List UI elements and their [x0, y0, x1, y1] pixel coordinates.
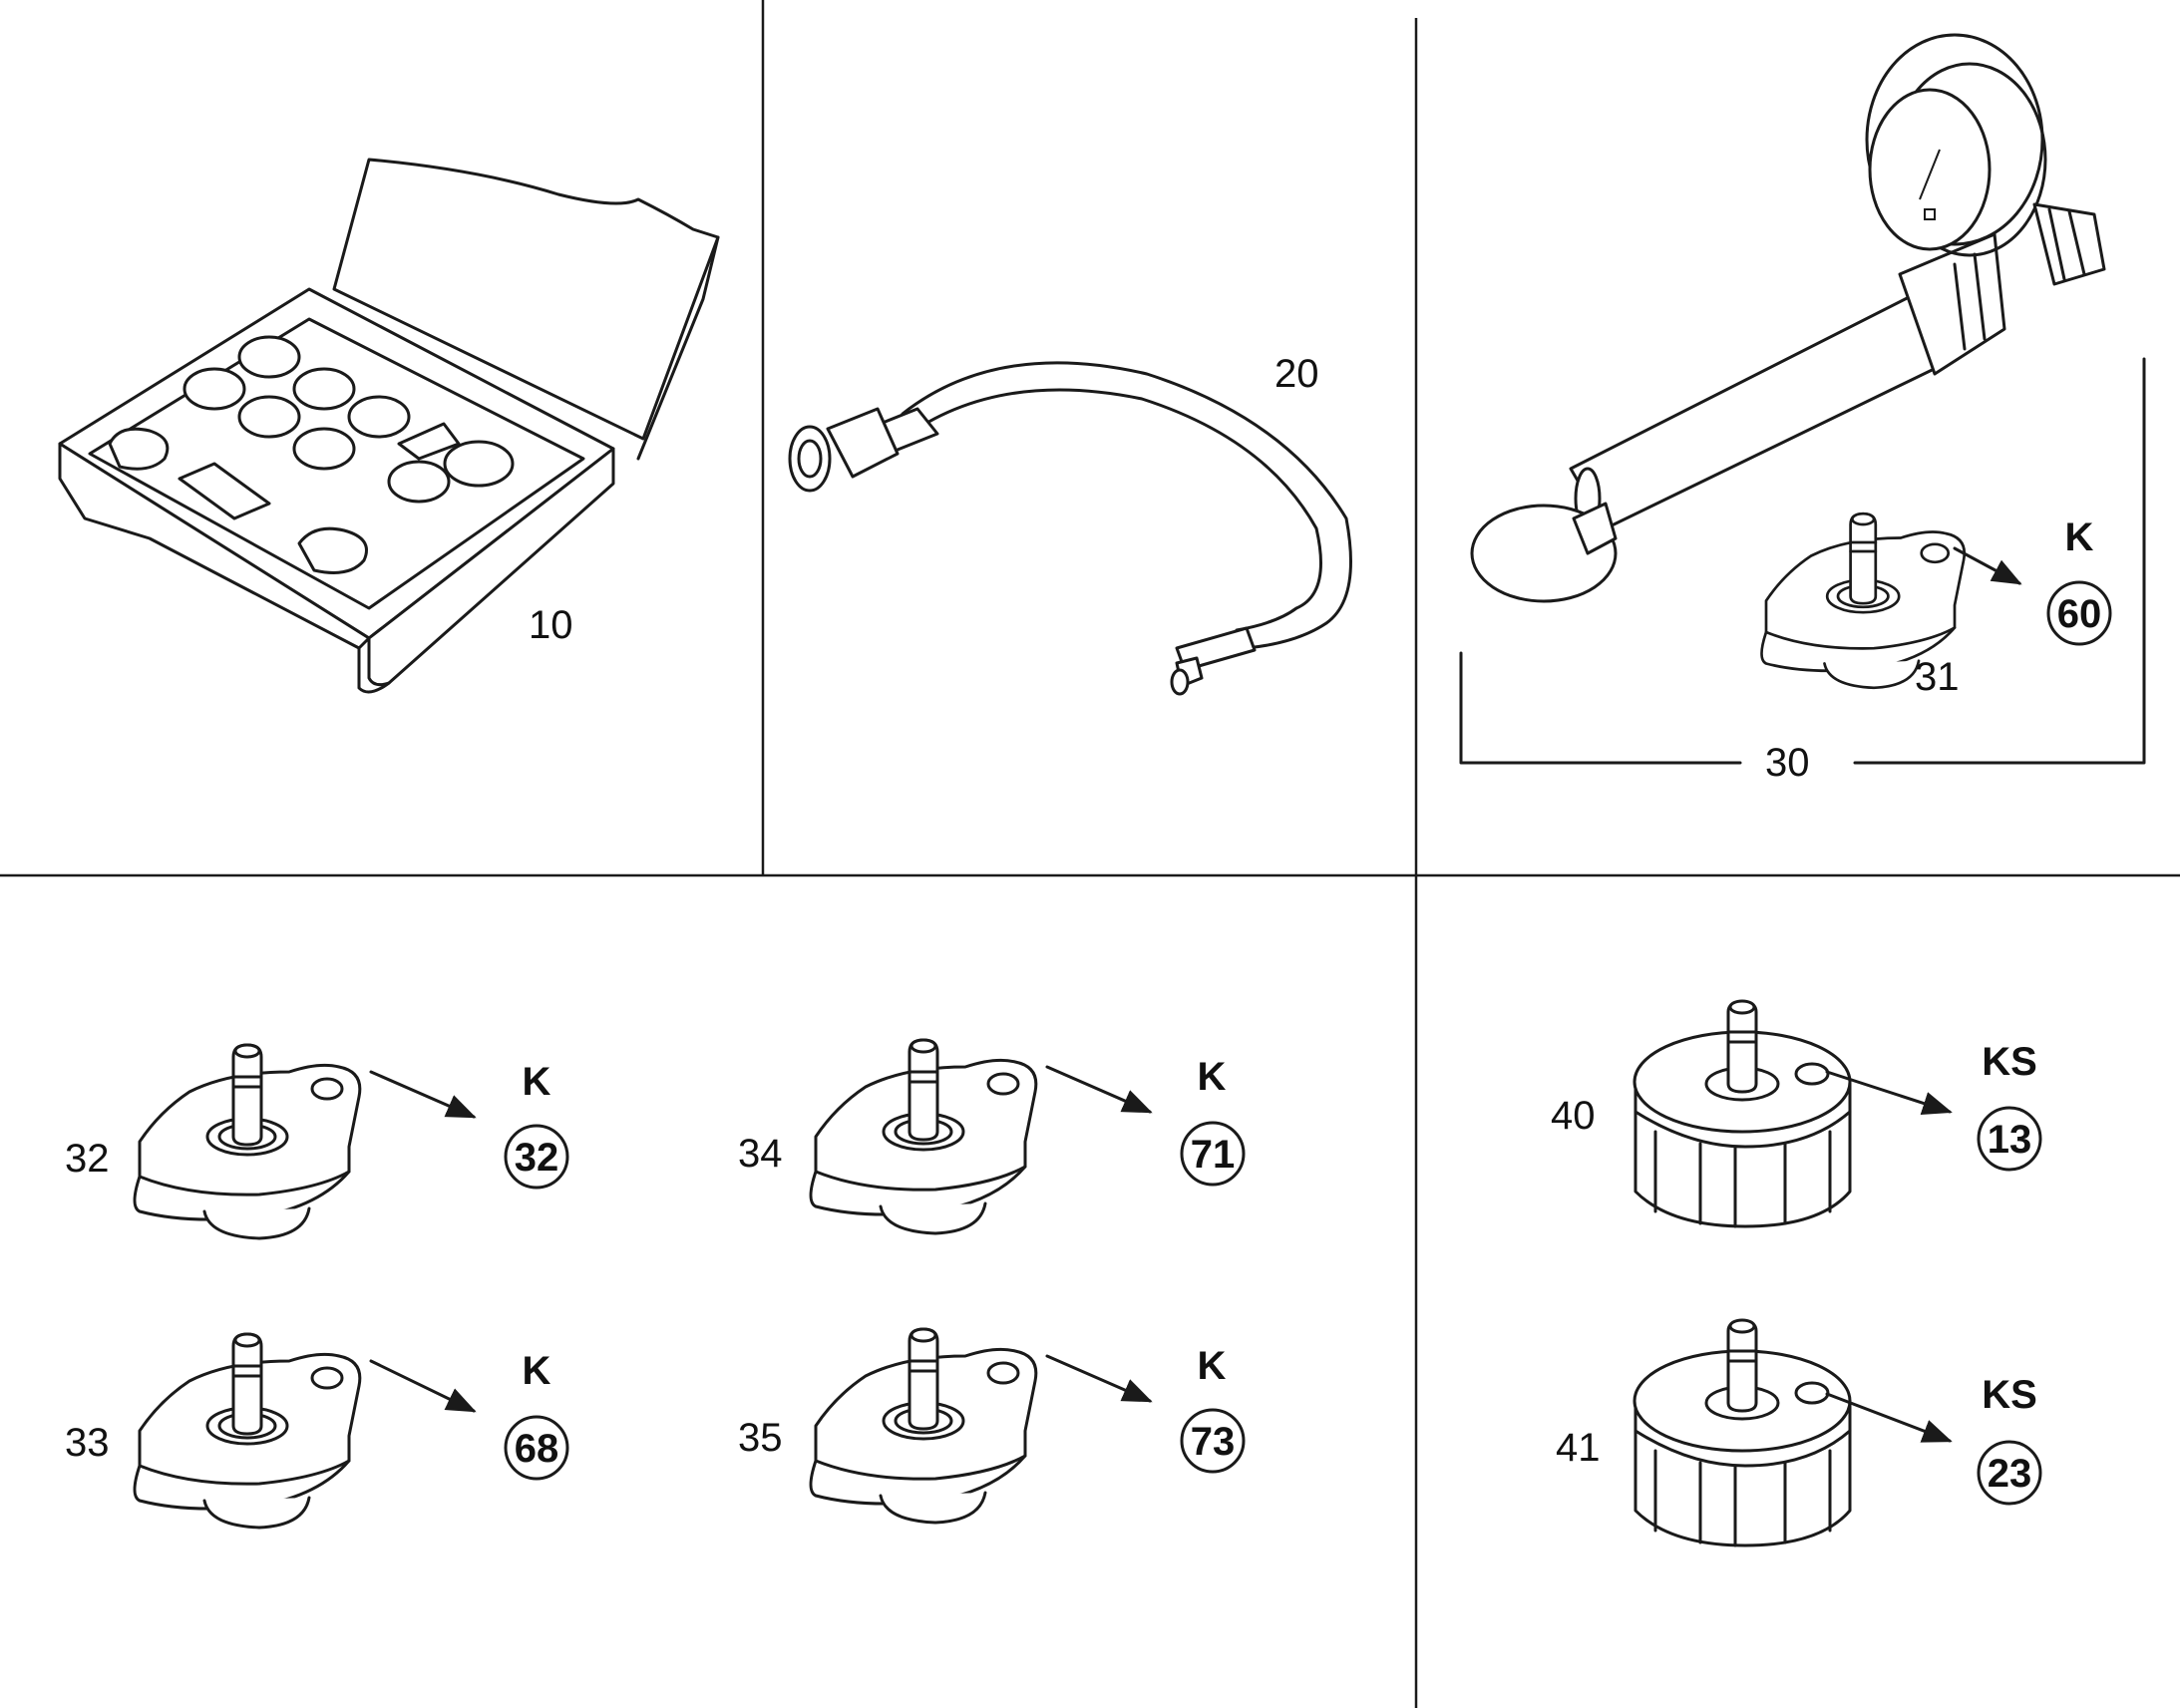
code-letter-33: K: [523, 1349, 551, 1393]
adapter-34: 34 K 71: [738, 1038, 1246, 1235]
code-number-41: 23: [1988, 1452, 2032, 1496]
code-letter-31: K: [2065, 515, 2094, 559]
code-number-31: 60: [2057, 592, 2102, 636]
label-adapter-40: 40: [1551, 1094, 1596, 1138]
code-number-32: 32: [515, 1136, 559, 1180]
code-letter-35: K: [1198, 1344, 1227, 1388]
label-adapter-31: 31: [1915, 655, 1960, 699]
code-number-40: 13: [1988, 1118, 2032, 1162]
label-case: 10: [529, 603, 573, 647]
label-adapter-35: 35: [738, 1416, 783, 1460]
label-adapter-41: 41: [1556, 1426, 1601, 1470]
code-letter-40: KS: [1982, 1040, 2037, 1084]
label-adapter-33: 33: [65, 1421, 110, 1465]
label-adapter-32: 32: [65, 1137, 110, 1181]
adapter-41: 41 KS 23: [1556, 1318, 2042, 1547]
code-number-33: 68: [515, 1427, 559, 1471]
adapter-32: 32 K 32: [65, 1043, 569, 1240]
hose-illustration: 20: [788, 352, 1352, 696]
code-number-35: 73: [1191, 1420, 1236, 1464]
adapter-35: 35 K 73: [738, 1327, 1246, 1525]
code-letter-34: K: [1198, 1055, 1227, 1099]
label-tester: 30: [1765, 741, 1810, 785]
label-adapter-34: 34: [738, 1132, 783, 1176]
case-illustration: 10: [58, 158, 720, 694]
code-number-34: 71: [1191, 1133, 1236, 1177]
code-letter-32: K: [523, 1060, 551, 1104]
label-hose: 20: [1274, 352, 1319, 396]
adapter-33: 33 K 68: [65, 1332, 569, 1530]
code-letter-41: KS: [1982, 1373, 2037, 1417]
adapter-40: 40 KS 13: [1551, 999, 2042, 1228]
tester-illustration: 30 31 K 60: [1459, 33, 2146, 785]
